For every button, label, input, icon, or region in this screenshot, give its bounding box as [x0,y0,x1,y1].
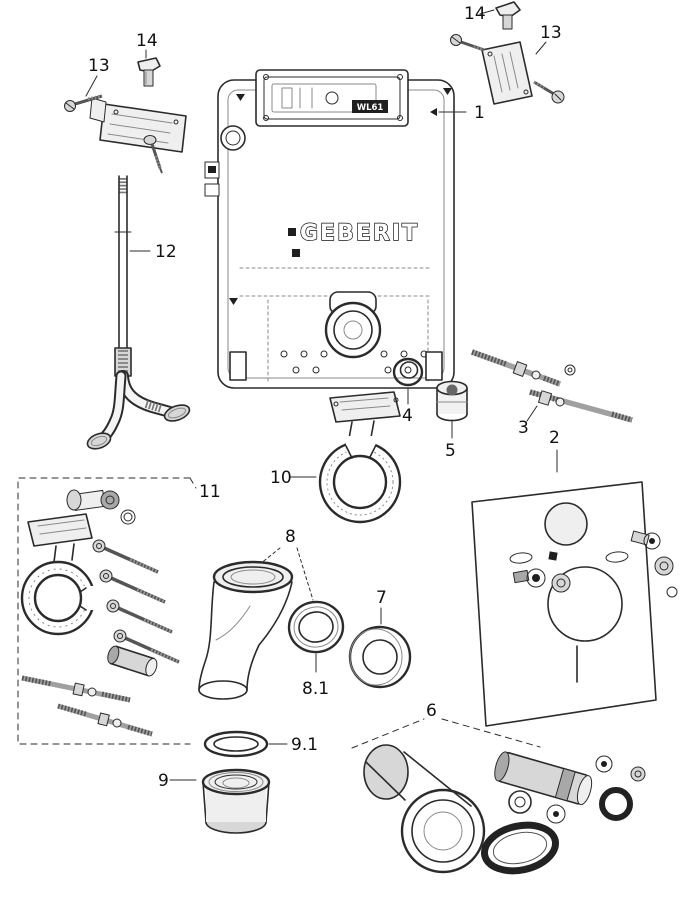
part-12-label: 12 [155,242,177,262]
part-8-1-lip-seal [287,600,345,673]
part-1-leader [430,108,467,116]
part-7-label: 7 [376,588,387,608]
part-8-1-label: 8.1 [302,679,329,699]
part-10-pipe-clamp [289,391,402,524]
screw-head-icon [143,135,157,145]
brand-logo: GEBERIT [300,221,419,246]
part-3-threaded-rods [471,349,633,423]
model-code: WL61 [357,103,384,113]
part-3-label: 3 [518,418,529,438]
part-9-cup [169,768,271,834]
part-13-right-bracket [450,34,565,105]
screw-icon [92,539,159,574]
part-12-flush-pipe [86,175,191,450]
part-2-label: 2 [549,428,560,448]
part-2-insulation-mat [471,449,678,727]
part-9-1-label: 9.1 [291,735,318,755]
part-13-left-bracket [64,75,187,174]
registration-mark-icon [236,94,245,101]
part-14-left-clip [137,49,161,87]
registration-mark-icon [229,298,238,305]
part-6-outlet-set [351,718,646,875]
model-code-plate [352,100,388,113]
registration-mark-icon [443,88,452,95]
part-10-label: 10 [270,468,292,488]
part-7-sleeve [348,607,412,689]
part-9-1-gasket [203,730,288,758]
screw-icon [106,599,173,634]
part-13-label: 13 [88,56,110,76]
part-4-label: 4 [402,406,413,426]
part-1-cistern-frame: WL61 GEBERIT [204,69,455,389]
part-5-connector [436,380,468,439]
part-5-label: 5 [445,441,456,461]
part-1-label: 1 [474,103,485,123]
part-4-seal-ring [392,357,424,405]
part-8-elbow [198,547,314,700]
part-11-label: 11 [199,482,221,502]
part-11-fastening-set [17,477,197,745]
part-14-right-clip [479,1,521,30]
part-6-label: 6 [426,701,437,721]
part-14-label-right: 14 [464,4,486,24]
part-14-label: 14 [136,31,158,51]
screw-icon [99,569,166,604]
screw-icon [113,629,180,664]
part-9-label: 9 [158,771,169,791]
part-13-label-right: 13 [540,23,562,43]
part-8-label: 8 [285,527,296,547]
